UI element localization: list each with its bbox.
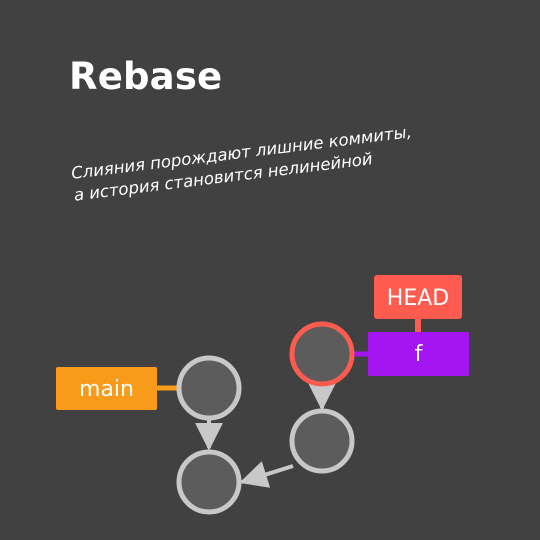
main-branch-text: main: [79, 377, 134, 402]
arrow-feature-to-base: [239, 461, 294, 488]
feature-commit-node[interactable]: [289, 408, 355, 474]
head-label-text: HEAD: [387, 286, 449, 311]
main-commit-node[interactable]: [176, 355, 242, 421]
feature-branch-label[interactable]: f: [368, 332, 469, 376]
head-label[interactable]: HEAD: [374, 275, 462, 319]
page-title: Rebase: [69, 55, 223, 98]
base-commit-node[interactable]: [176, 449, 242, 515]
head-commit-node[interactable]: [289, 321, 355, 387]
main-branch-label[interactable]: main: [56, 367, 157, 410]
feature-branch-text: f: [415, 342, 424, 367]
